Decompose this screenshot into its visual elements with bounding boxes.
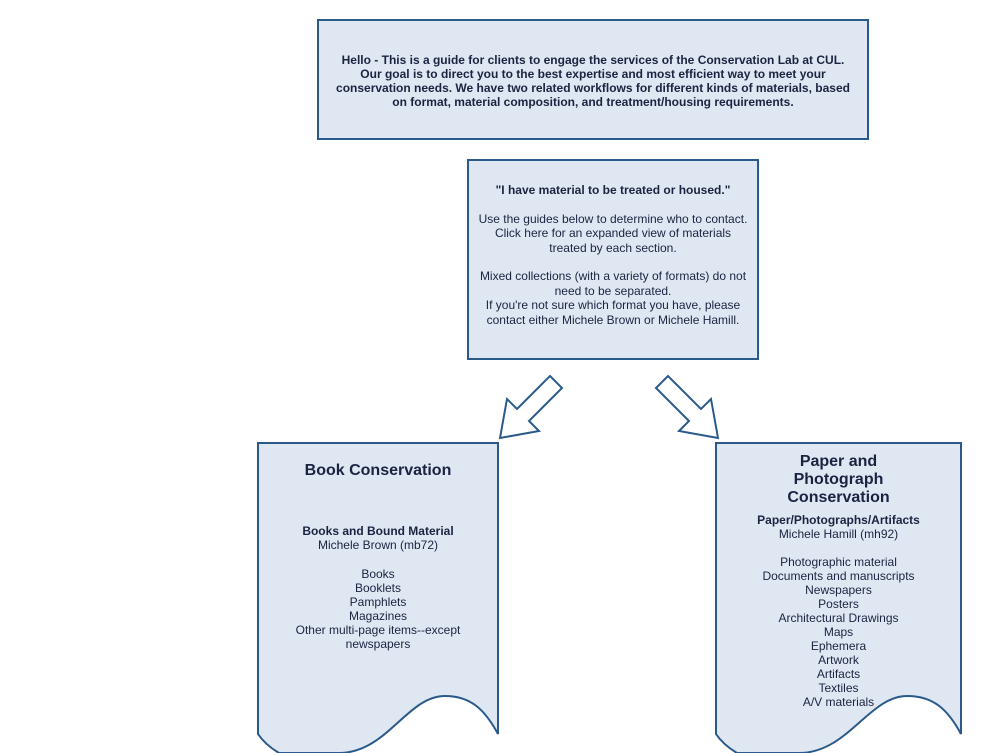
book-document-shape <box>257 442 499 753</box>
paper-list-item: Documents and manuscripts <box>762 569 915 583</box>
paper-conservation-box: Paper and Photograph Conservation Paper/… <box>715 442 962 753</box>
paper-list-item: Newspapers <box>805 583 872 597</box>
paper-subhead: Paper/Photographs/Artifacts <box>757 513 920 527</box>
paper-list-item: Maps <box>823 625 854 639</box>
paper-list-item: Artwork <box>818 653 859 667</box>
intro-box: Hello - This is a guide for clients to e… <box>317 19 869 140</box>
paper-list-item: A/V materials <box>802 695 875 709</box>
material-guide-text[interactable]: Use the guides below to determine who to… <box>478 211 748 255</box>
paper-list-item: Artifacts <box>816 667 861 681</box>
paper-list-item: Ephemera <box>810 639 867 653</box>
material-mixed-text: Mixed collections (with a variety of for… <box>479 269 747 298</box>
book-title: Book Conservation <box>304 462 452 479</box>
material-heading: "I have material to be treated or housed… <box>495 183 731 197</box>
intro-text: Hello - This is a guide for clients to e… <box>336 53 850 109</box>
paper-contact: Michele Hamill (mh92) <box>778 527 899 541</box>
paper-list-item: Architectural Drawings <box>778 611 899 625</box>
book-conservation-box: Book Conservation Books and Bound Materi… <box>257 442 499 753</box>
arrow-down-right <box>654 374 720 440</box>
material-box: "I have material to be treated or housed… <box>467 159 759 360</box>
paper-list-item: Textiles <box>818 681 859 695</box>
book-list-item: Books <box>361 567 395 581</box>
book-list-item: Booklets <box>354 581 402 595</box>
book-list-item: Pamphlets <box>349 595 407 609</box>
paper-title: Paper and Photograph Conservation <box>787 453 890 506</box>
book-list-item: Other multi-page items--except newspaper… <box>295 623 461 651</box>
material-unsure-text: If you're not sure which format you have… <box>485 298 741 327</box>
paper-list-item: Posters <box>818 597 859 611</box>
arrow-down-left <box>498 374 564 440</box>
paper-document-shape <box>715 442 962 753</box>
book-contact: Michele Brown (mb72) <box>317 538 439 552</box>
book-list-item: Magazines <box>348 609 408 623</box>
paper-list-item: Photographic material <box>780 555 897 569</box>
book-subhead: Books and Bound Material <box>302 524 454 538</box>
